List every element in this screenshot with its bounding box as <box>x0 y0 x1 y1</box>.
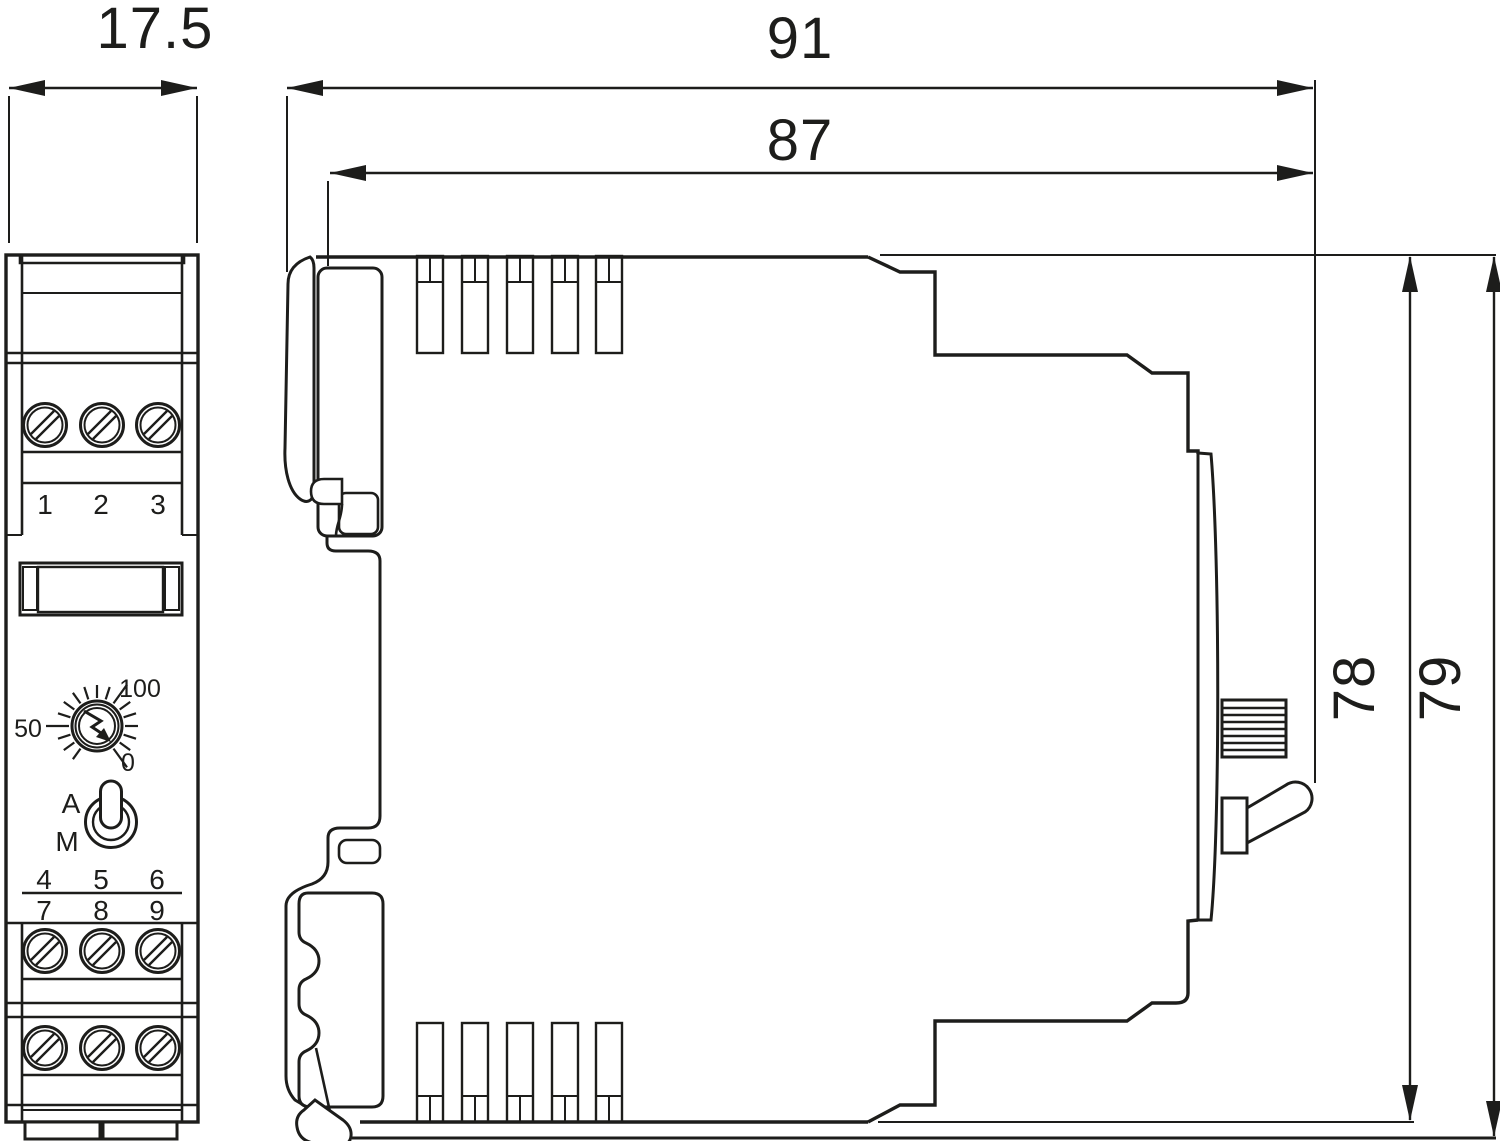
toggle-lever-icon <box>99 779 123 830</box>
clip-foot <box>295 1098 353 1141</box>
clip-lip <box>309 477 344 506</box>
arrow-up-icon <box>1486 256 1500 292</box>
side-view <box>283 254 1496 1141</box>
terminal-number: 2 <box>93 489 109 520</box>
terminal-number: 4 <box>36 864 52 895</box>
top-right-profile <box>867 255 1200 454</box>
vent-slot <box>460 1021 490 1124</box>
din-rail-cavity <box>316 266 384 538</box>
knurled-knob[interactable] <box>1220 698 1288 759</box>
arrow-down-icon <box>1486 1101 1500 1137</box>
terminal-number: 6 <box>149 864 165 895</box>
din-rail-clip-upper <box>283 255 384 538</box>
screw-terminals-middle <box>22 928 181 974</box>
back-wall-profile <box>284 536 382 1135</box>
terminal-number: 1 <box>37 489 53 520</box>
toggle-lever-icon <box>1245 780 1314 846</box>
terminal-number: 3 <box>150 489 166 520</box>
spring-clip-cavity <box>297 891 385 1109</box>
toggle-manual-label: M <box>55 826 78 857</box>
terminal-number: 8 <box>93 895 109 926</box>
screw-terminal <box>22 1025 68 1071</box>
vent-slot <box>594 254 624 355</box>
toggle-auto-label: A <box>62 788 81 819</box>
dim-side-body-height-label: 78 <box>1322 655 1387 722</box>
screw-terminal <box>79 402 125 448</box>
top-cap-line <box>18 255 186 265</box>
dial-pointer-icon <box>83 709 111 742</box>
terminal-number: 5 <box>93 864 109 895</box>
vent-slots-bottom <box>415 1021 624 1124</box>
front-view: 1 2 3 <box>4 253 200 1141</box>
dial-mid-label: 50 <box>14 715 42 743</box>
rotary-dial[interactable]: 100 50 0 <box>14 675 161 777</box>
din-hook-icon <box>283 255 316 503</box>
vent-slots-top <box>415 254 624 355</box>
screw-terminal <box>135 402 181 448</box>
mounting-foot <box>101 1120 179 1141</box>
arrow-left-icon <box>287 80 323 96</box>
clip-lip-line <box>334 503 344 537</box>
dial-min-label: 0 <box>121 749 135 777</box>
arrow-up-icon <box>1402 256 1418 292</box>
arrow-right-icon <box>1277 80 1313 96</box>
screw-terminals-top <box>22 402 181 448</box>
dimension-annotations: 17.5 91 87 78 79 <box>8 0 1500 1137</box>
screw-terminal <box>135 1025 181 1071</box>
dim-front-width-label: 17.5 <box>97 0 214 61</box>
toggle-base <box>1220 796 1249 855</box>
vent-slot <box>594 1021 624 1124</box>
mounting-foot <box>23 1120 102 1141</box>
front-panel-profile <box>1196 451 1220 922</box>
screw-terminal <box>79 1025 125 1071</box>
arrow-left-icon <box>9 80 45 96</box>
mode-toggle-switch[interactable]: A M <box>55 779 138 857</box>
dial-ticks <box>46 684 138 768</box>
screw-terminal <box>22 402 68 448</box>
vent-slot <box>550 1021 580 1124</box>
vent-slot <box>505 1021 535 1124</box>
dim-side-body-width-label: 87 <box>767 108 834 173</box>
dim-side-overall-height-label: 79 <box>1408 655 1473 722</box>
vent-slot <box>505 254 535 355</box>
arrow-left-icon <box>330 165 366 181</box>
arrow-right-icon <box>1277 165 1313 181</box>
terminal-number: 7 <box>36 895 52 926</box>
label-window <box>18 561 184 617</box>
screw-terminal <box>135 928 181 974</box>
terminal-number: 9 <box>149 895 165 926</box>
vent-slot <box>415 254 445 355</box>
dim-side-overall-width-label: 91 <box>767 6 834 71</box>
vent-slot <box>460 254 490 355</box>
cavity-slot <box>337 838 382 865</box>
vent-slot <box>415 1021 445 1124</box>
bottom-right-profile <box>867 918 1199 1124</box>
arrow-down-icon <box>1402 1085 1418 1121</box>
cavity-slot <box>337 491 380 536</box>
module-front-outline <box>4 253 200 1124</box>
toggle-lever-side[interactable] <box>1220 780 1314 855</box>
din-rail-clip-lower <box>295 838 385 1141</box>
vent-slot <box>550 254 580 355</box>
arrow-right-icon <box>161 80 197 96</box>
dial-max-label: 100 <box>119 675 161 703</box>
screw-terminals-bottom <box>22 1025 181 1071</box>
screw-terminal <box>22 928 68 974</box>
screw-terminal <box>79 928 125 974</box>
